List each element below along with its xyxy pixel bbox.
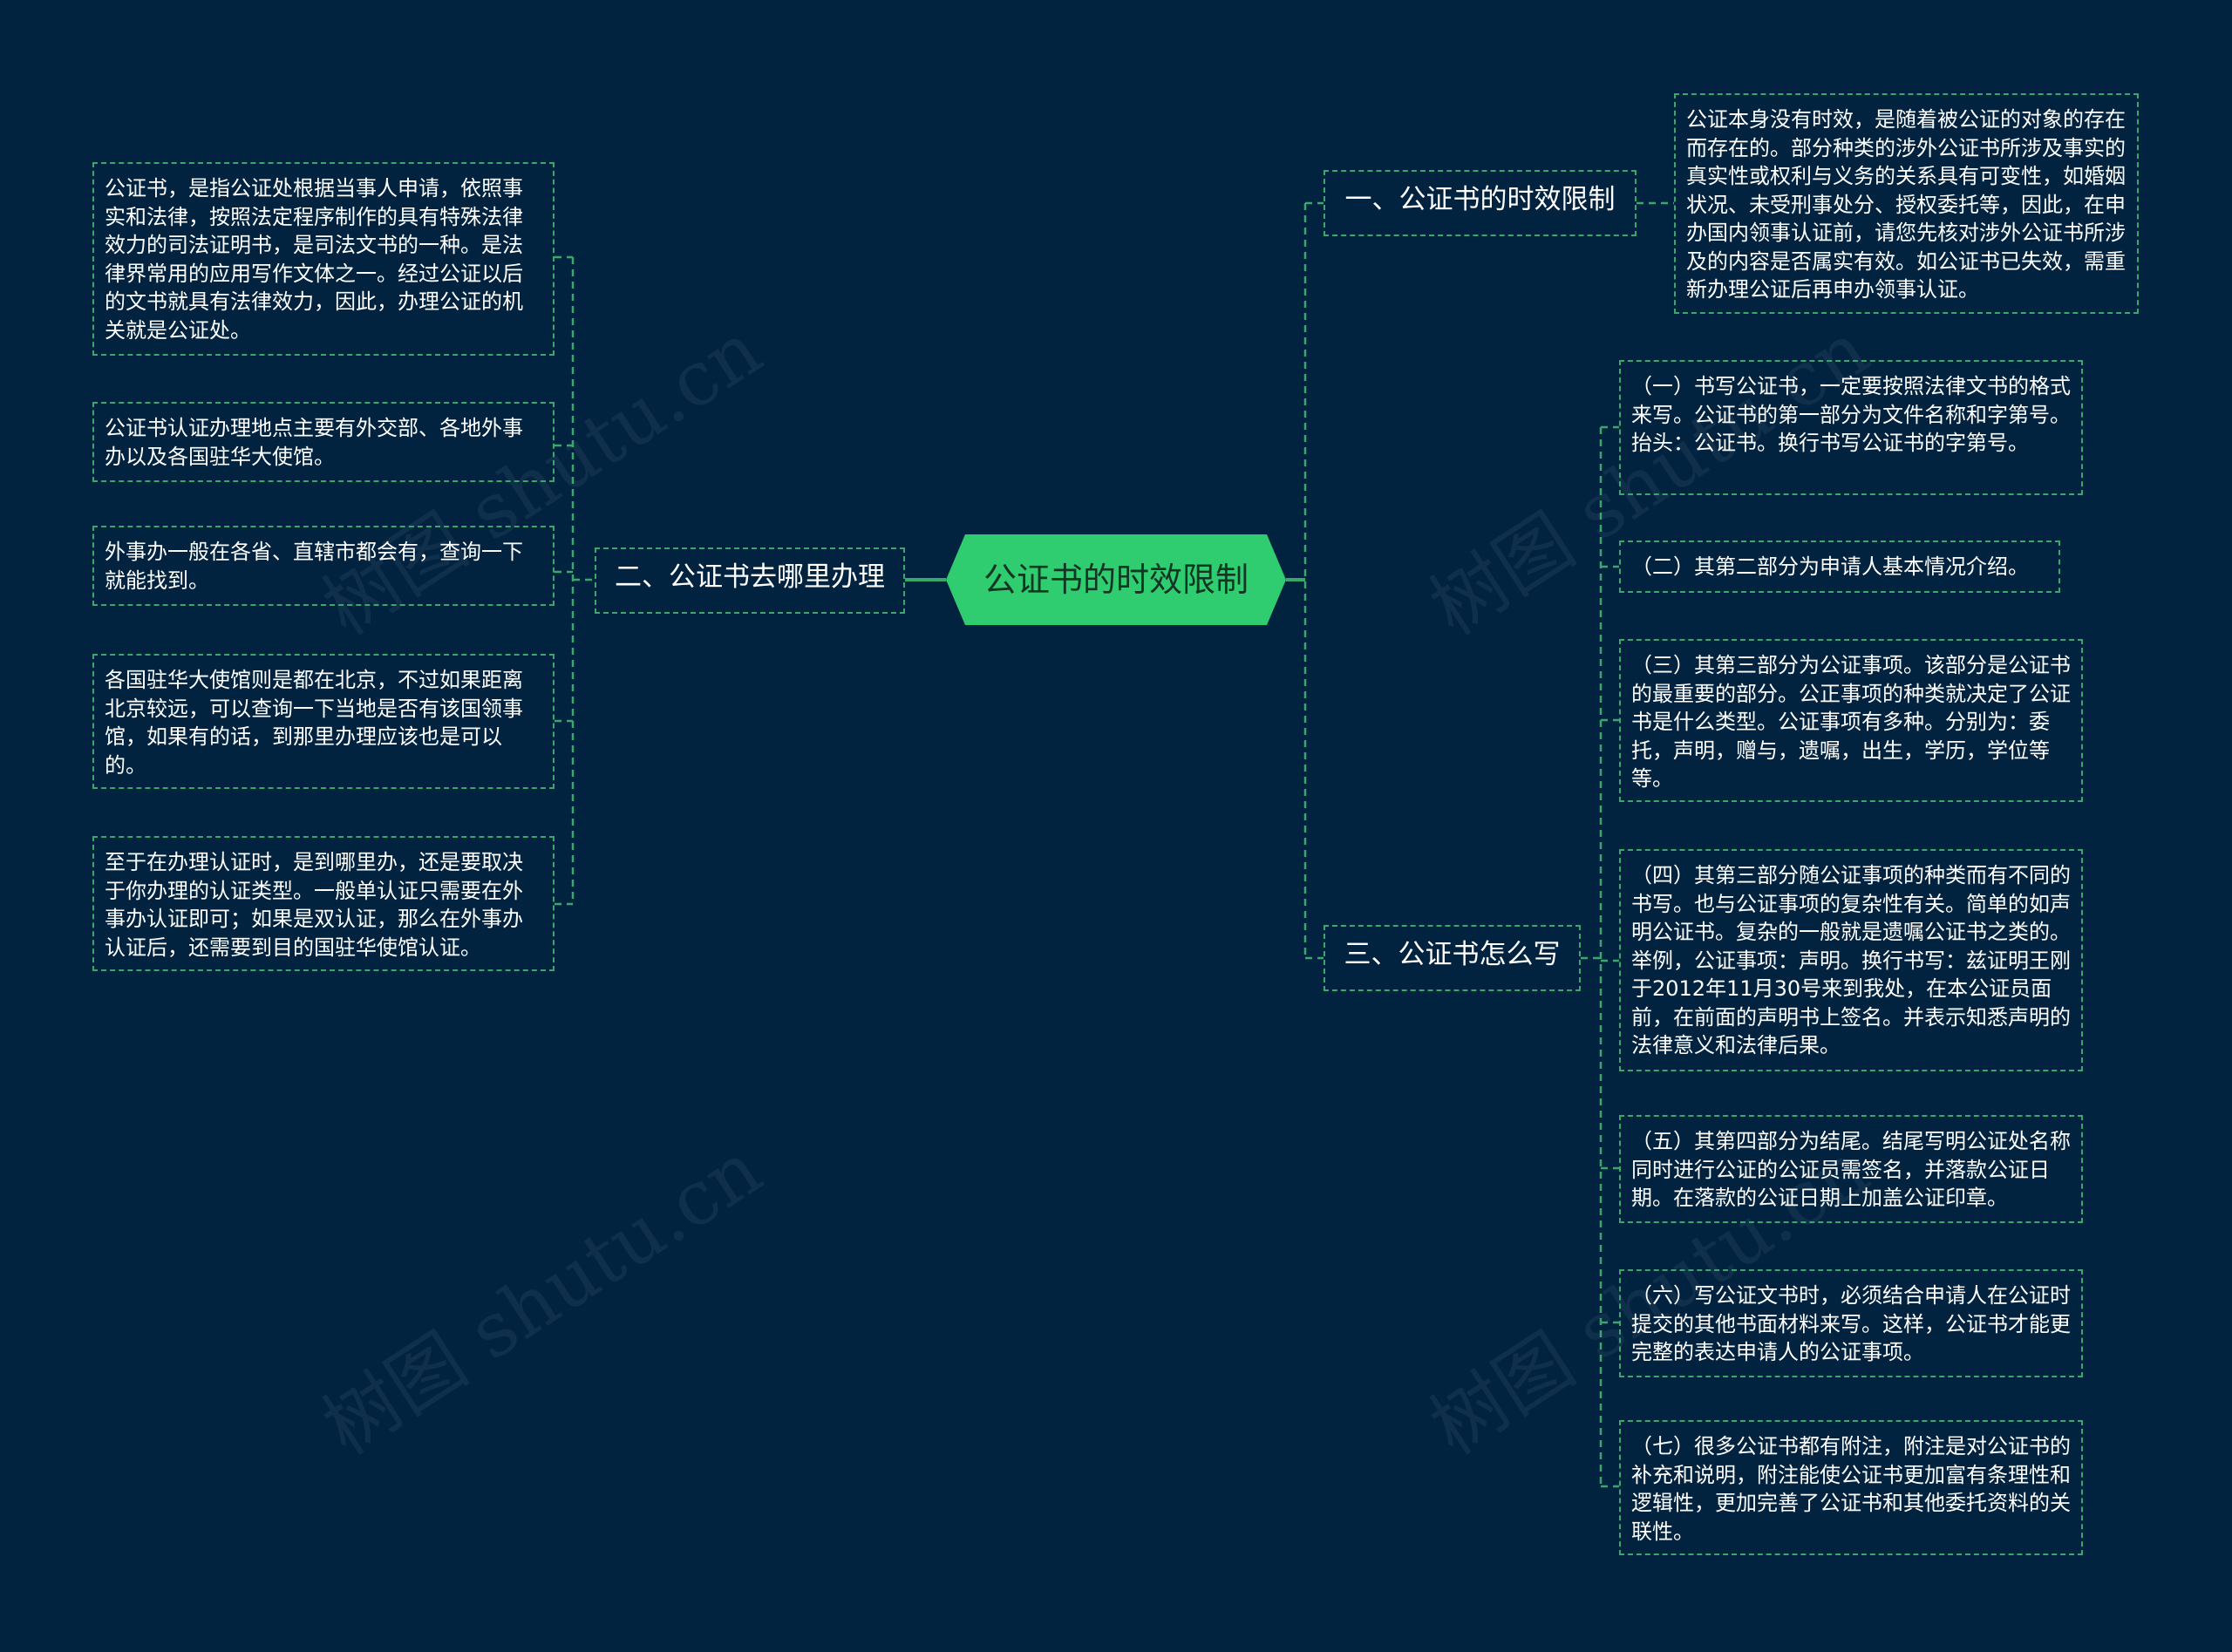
central-topic[interactable]: 公证书的时效限制 (946, 534, 1286, 625)
branch-topic-label: 一、公证书的时效限制 (1344, 184, 1616, 215)
leaf-topic[interactable]: 公证书，是指公证处根据当事人申请，依照事实和法律，按照法定程序制作的具有特殊法律… (92, 162, 555, 356)
leaf-topic[interactable]: 各国驻华大使馆则是都在北京，不过如果距离北京较远，可以查询一下当地是否有该国领事… (92, 654, 555, 789)
branch-topic[interactable]: 一、公证书的时效限制 (1324, 170, 1637, 236)
leaf-topic[interactable]: 至于在办理认证时，是到哪里办，还是要取决于你办理的认证类型。一般单认证只需要在外… (92, 836, 555, 971)
branch-topic-label: 二、公证书去哪里办理 (615, 561, 885, 593)
leaf-topic[interactable]: （六）写公证文书时，必须结合申请人在公证时提交的其他书面材料来写。这样，公证书才… (1619, 1269, 2083, 1377)
branch-topic[interactable]: 三、公证书怎么写 (1324, 925, 1581, 991)
central-topic-label: 公证书的时效限制 (983, 561, 1249, 599)
leaf-topic[interactable]: 公证书认证办理地点主要有外交部、各地外事办以及各国驻华大使馆。 (92, 402, 555, 482)
leaf-topic[interactable]: 公证本身没有时效，是随着被公证的对象的存在而存在的。部分种类的涉外公证书所涉及事… (1674, 93, 2139, 314)
leaf-topic[interactable]: （三）其第三部分为公证事项。该部分是公证书的最重要的部分。公正事项的种类就决定了… (1619, 639, 2083, 802)
branch-topic-label: 三、公证书怎么写 (1344, 939, 1561, 970)
leaf-topic[interactable]: （七）很多公证书都有附注，附注是对公证书的补充和说明，附注能使公证书更加富有条理… (1619, 1420, 2083, 1555)
branch-topic[interactable]: 二、公证书去哪里办理 (595, 547, 905, 614)
leaf-topic[interactable]: （二）其第二部分为申请人基本情况介绍。 (1619, 540, 2060, 593)
leaf-topic[interactable]: （五）其第四部分为结尾。结尾写明公证处名称同时进行公证的公证员需签名，并落款公证… (1619, 1115, 2083, 1223)
leaf-topic[interactable]: （一）书写公证书，一定要按照法律文书的格式来写。公证书的第一部分为文件名称和字第… (1619, 360, 2083, 495)
leaf-topic[interactable]: （四）其第三部分随公证事项的种类而有不同的书写。也与公证事项的复杂性有关。简单的… (1619, 849, 2083, 1071)
leaf-topic[interactable]: 外事办一般在各省、直辖市都会有，查询一下就能找到。 (92, 526, 555, 606)
